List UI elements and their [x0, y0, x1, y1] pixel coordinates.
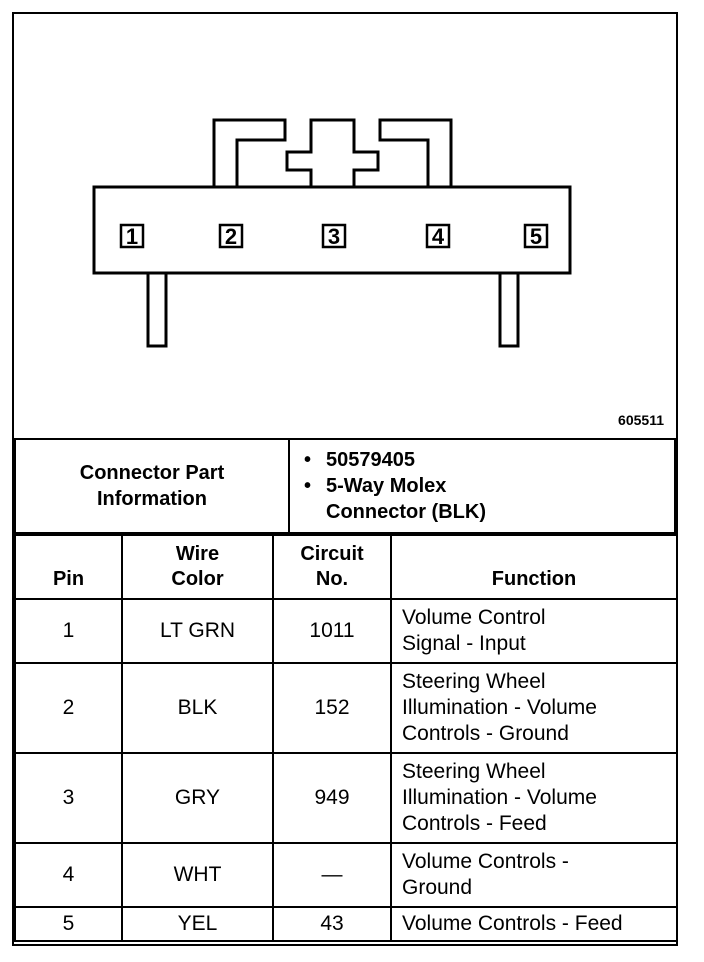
- pin-number-5: 5: [530, 224, 542, 249]
- circuit-cell: 43: [272, 906, 392, 942]
- connector-outline-svg: 1 2 3 4 5: [92, 118, 572, 348]
- center-key: [285, 118, 380, 187]
- connector-body: [92, 185, 572, 275]
- connector-part-label: Connector Part Information: [14, 438, 290, 534]
- left-leg: [146, 273, 168, 348]
- function-line: Signal - Input: [402, 632, 526, 655]
- function-line: Steering Wheel: [402, 670, 546, 693]
- bullet-icon: •: [304, 475, 312, 497]
- pin-cell: 1: [14, 598, 123, 664]
- pin-cell: 5: [14, 906, 123, 942]
- circuit-cell: 152: [272, 662, 392, 754]
- header-circuit-no: Circuit No.: [272, 534, 392, 600]
- wire-color-cell: GRY: [121, 752, 274, 844]
- circuit-cell: 949: [272, 752, 392, 844]
- header-wire-color: Wire Color: [121, 534, 274, 600]
- function-cell: Volume Controls - Ground: [390, 842, 678, 908]
- function-line: Controls - Ground: [402, 722, 569, 745]
- pin-number-3: 3: [328, 224, 340, 249]
- connector-part-values: • 50579405 • 5-Way Molex Connector (BLK): [288, 438, 676, 534]
- wire-color-cell: YEL: [121, 906, 274, 942]
- description-line: • 5-Way Molex: [304, 473, 660, 499]
- pin-box-1: [119, 223, 145, 249]
- function-line: Illumination - Volume: [402, 696, 597, 719]
- pin-box-4: [425, 223, 451, 249]
- function-line: Volume Control: [402, 606, 546, 629]
- function-line: Volume Controls - Feed: [402, 912, 623, 935]
- pin-cell: 2: [14, 662, 123, 754]
- right-leg: [498, 273, 520, 348]
- description-line2: Connector (BLK): [326, 501, 486, 523]
- part-number-line: • 50579405: [304, 447, 660, 473]
- pin-number-2: 2: [225, 224, 237, 249]
- wire-color-cell: BLK: [121, 662, 274, 754]
- function-line: Steering Wheel: [402, 760, 546, 783]
- left-latch: [212, 118, 287, 187]
- function-line: Ground: [402, 876, 473, 899]
- connector-part-info: Connector Part Information • 50579405 • …: [14, 438, 676, 534]
- function-line: Controls - Feed: [402, 812, 547, 835]
- header-pin: Pin: [14, 534, 123, 600]
- pin-cell: 3: [14, 752, 123, 844]
- pin-box-2: [218, 223, 244, 249]
- function-line: Volume Controls -: [402, 850, 569, 873]
- pin-box-5: [523, 223, 549, 249]
- pin-box-3: [321, 223, 347, 249]
- circuit-cell: 1011: [272, 598, 392, 664]
- wire-color-cell: LT GRN: [121, 598, 274, 664]
- description-line1: 5-Way Molex: [326, 475, 447, 497]
- pin-cell: 4: [14, 842, 123, 908]
- function-line: Illumination - Volume: [402, 786, 597, 809]
- right-latch: [378, 118, 453, 187]
- pinout-header-row: Pin Wire Color Circuit No. Function: [14, 534, 678, 600]
- function-cell: Volume Controls - Feed: [390, 906, 678, 942]
- figure-id: 605511: [618, 412, 664, 428]
- connector-drawing: 1 2 3 4 5 605511: [14, 14, 676, 438]
- header-function: Function: [390, 534, 678, 600]
- wire-color-cell: WHT: [121, 842, 274, 908]
- bullet-icon: •: [304, 449, 312, 471]
- pin-number-4: 4: [432, 224, 445, 249]
- pin-number-1: 1: [126, 224, 138, 249]
- circuit-cell: —: [272, 842, 392, 908]
- part-number: 50579405: [326, 449, 415, 471]
- label-line2: Information: [97, 488, 207, 510]
- label-line1: Connector Part: [79, 462, 225, 484]
